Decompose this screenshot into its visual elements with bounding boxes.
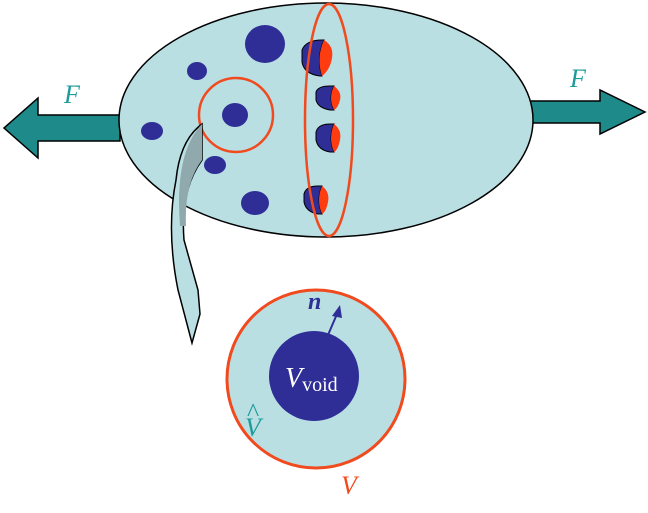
localization-band-ring: [303, 2, 355, 238]
voids: [141, 25, 285, 215]
normal-label: n: [308, 289, 321, 315]
matrix-volume-label: V: [245, 413, 264, 442]
void: [141, 122, 163, 140]
void: [204, 156, 226, 174]
void-zoom: [269, 331, 359, 421]
growing-void: [315, 123, 341, 153]
void: [245, 25, 285, 63]
zoom-callout-shade: [179, 124, 202, 226]
force-label-right: F: [569, 64, 587, 93]
normal-vector-head: [332, 305, 342, 318]
force-arrow-right: [529, 88, 647, 136]
total-volume-label: V: [341, 471, 360, 500]
normal-vector-line: [327, 313, 338, 336]
specimen-body: [118, 2, 534, 238]
force-label-left: F: [63, 80, 81, 109]
matrix-volume-hat: ^: [247, 398, 259, 427]
void-volume-label: Vvoid: [285, 363, 338, 396]
force-arrow-left: [2, 96, 121, 160]
void: [241, 191, 269, 215]
growing-voids: [301, 39, 341, 215]
void-volume-subscript: void: [302, 374, 338, 396]
void: [222, 103, 248, 127]
growing-void: [303, 185, 329, 215]
void-volume-symbol: V: [285, 363, 305, 394]
growing-void: [315, 85, 341, 111]
void: [187, 62, 207, 80]
rve-highlight-ring: [197, 76, 275, 154]
